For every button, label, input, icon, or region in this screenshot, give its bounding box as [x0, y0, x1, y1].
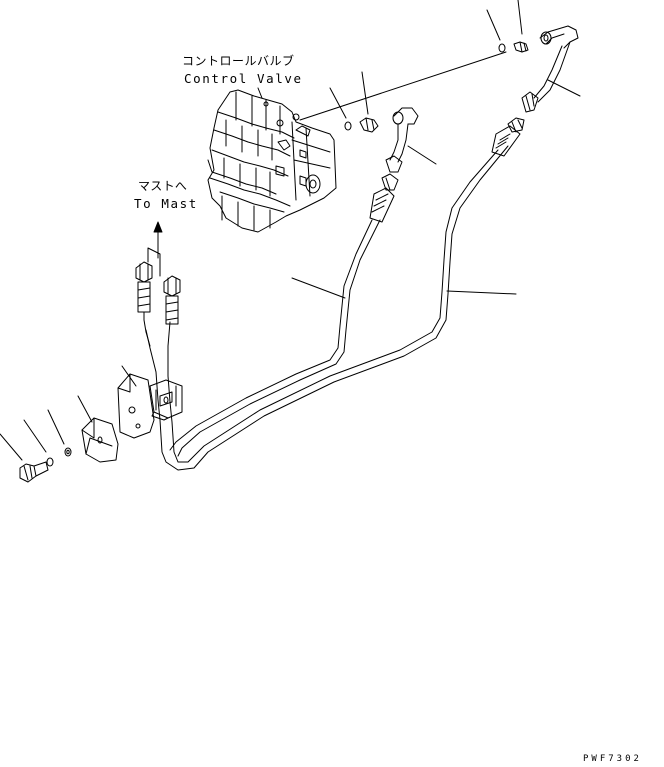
to-mast-label-en: To Mast: [134, 196, 198, 211]
mast-direction-bracket: [148, 248, 160, 276]
to-mast-label-jp: マストへ: [138, 179, 188, 193]
lower-left-hose-fitting: [136, 262, 152, 346]
upper-elbow-fitting: [499, 26, 578, 112]
leader-line-valve-to-elbow: [300, 52, 506, 120]
support-bracket: [82, 418, 118, 462]
bolt-and-washers: [20, 448, 71, 482]
middle-elbow-fitting: [345, 108, 418, 172]
hose-routing: [146, 146, 508, 470]
control-valve: [208, 90, 336, 232]
part-leader-lines: [0, 0, 580, 460]
to-mast-arrow: [154, 222, 162, 258]
lower-right-hose-fitting: [164, 276, 180, 324]
hose-clamp: [150, 380, 182, 420]
right-hose-end-fitting: [492, 118, 524, 156]
control-valve-label-en: Control Valve: [184, 71, 303, 86]
middle-hose-end-fitting: [370, 174, 398, 222]
clamp-plate: [118, 374, 154, 438]
drawing-code: PWF7302: [583, 754, 642, 764]
valve-label-leader: [258, 88, 262, 98]
control-valve-label-jp: コントロールバルブ: [182, 54, 295, 68]
